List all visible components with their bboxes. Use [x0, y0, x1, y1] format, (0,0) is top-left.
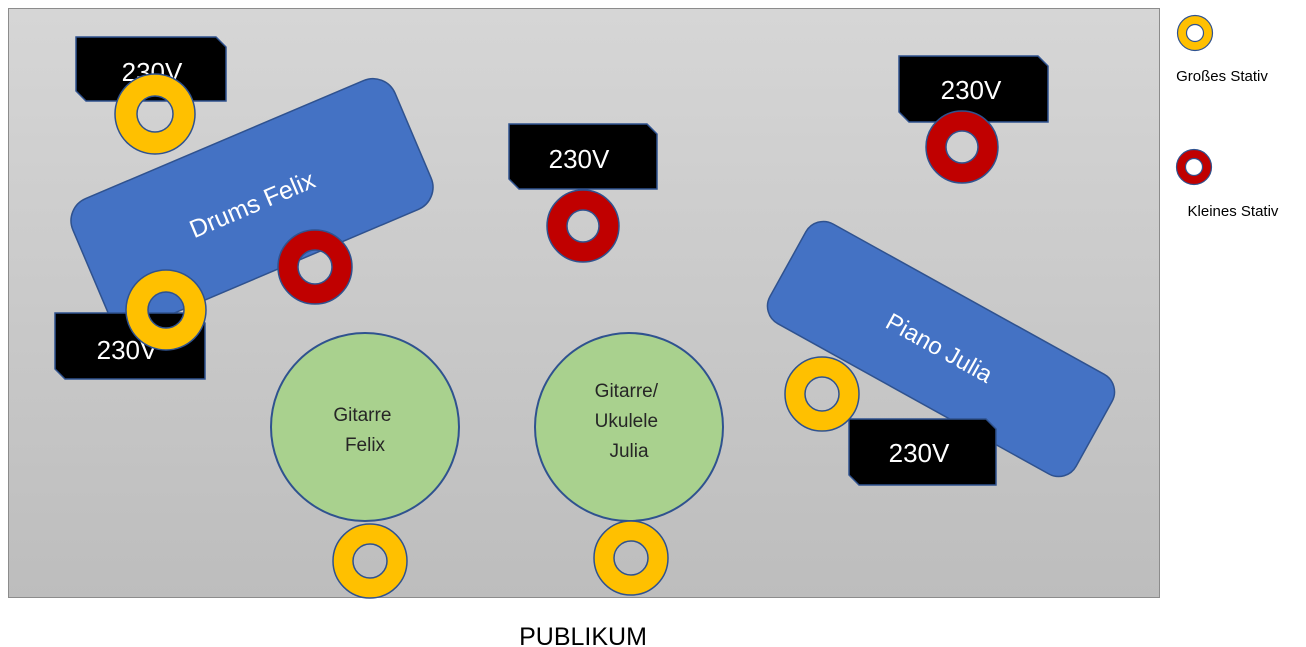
- small-stand-icon: [925, 110, 999, 184]
- svg-text:230V: 230V: [889, 438, 950, 468]
- legend: Großes Stativ Kleines Stativ: [1175, 14, 1279, 220]
- svg-text:230V: 230V: [941, 75, 1002, 105]
- legend-large-stand-icon: [1176, 14, 1214, 52]
- svg-text:230V: 230V: [549, 144, 610, 174]
- legend-small-stand-icon: [1175, 148, 1213, 186]
- guitar-felix: Gitarre Felix: [270, 332, 460, 522]
- legend-small-stand-label: Kleines Stativ: [1188, 203, 1279, 220]
- large-stand-icon: [593, 520, 669, 596]
- audience-label: PUBLIKUM: [519, 623, 647, 647]
- power-outlet: 230V: [898, 55, 1049, 123]
- power-outlet: 230V: [508, 123, 658, 190]
- large-stand-icon: [114, 73, 196, 155]
- svg-text:Gitarre/ Ukulele J: Gitarre/ Ukulele Julia: [595, 381, 664, 462]
- power-outlet: 230V: [848, 418, 997, 486]
- legend-large-stand-label: Großes Stativ: [1176, 68, 1268, 85]
- drums-block: Drums Felix: [70, 77, 434, 331]
- large-stand-icon: [125, 269, 207, 351]
- svg-text:Gitarre Felix: Gitarre Felix: [333, 405, 396, 456]
- small-stand-icon: [277, 229, 353, 305]
- small-stand-icon: [546, 189, 620, 263]
- large-stand-icon: [784, 356, 860, 432]
- guitar-julia: Gitarre/ Ukulele Julia: [534, 332, 724, 522]
- piano-block: Piano Julia: [766, 220, 1116, 478]
- large-stand-icon: [332, 523, 408, 599]
